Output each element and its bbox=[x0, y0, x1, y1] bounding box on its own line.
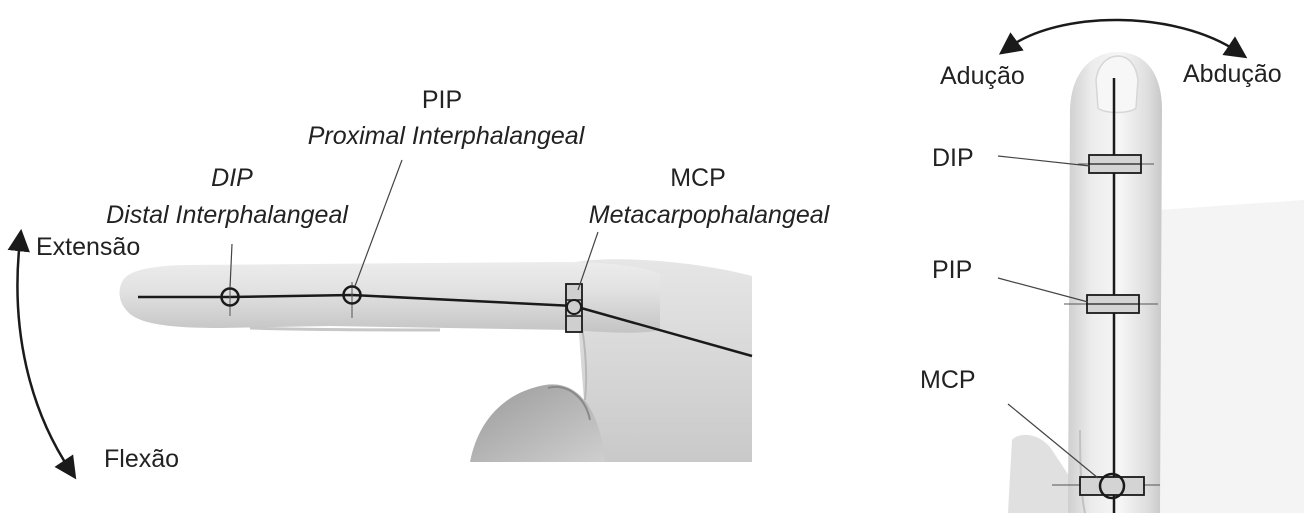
pip-full-label: Proximal Interphalangeal bbox=[308, 124, 585, 149]
front-dip-label: DIP bbox=[932, 146, 974, 171]
adduction-abduction-arrow bbox=[1008, 20, 1238, 52]
extension-label: Extensão bbox=[36, 235, 140, 260]
dip-abbr-label: DIP bbox=[211, 166, 253, 191]
front-pip-label: PIP bbox=[932, 258, 972, 283]
mcp-joint-marker bbox=[566, 284, 582, 332]
side-hand-shape bbox=[120, 259, 752, 462]
dip-full-label: Distal Interphalangeal bbox=[106, 203, 348, 228]
front-finger-shape bbox=[1008, 52, 1304, 513]
adduction-label: Adução bbox=[940, 64, 1025, 89]
pip-abbr-label: PIP bbox=[422, 88, 462, 113]
front-mcp-label: MCP bbox=[920, 368, 976, 393]
mcp-full-label: Metacarpophalangeal bbox=[589, 203, 829, 228]
flexion-extension-arrow bbox=[17, 240, 70, 470]
mcp-abbr-label: MCP bbox=[670, 166, 726, 191]
flexion-label: Flexão bbox=[104, 447, 179, 472]
abduction-label: Abdução bbox=[1183, 62, 1282, 87]
